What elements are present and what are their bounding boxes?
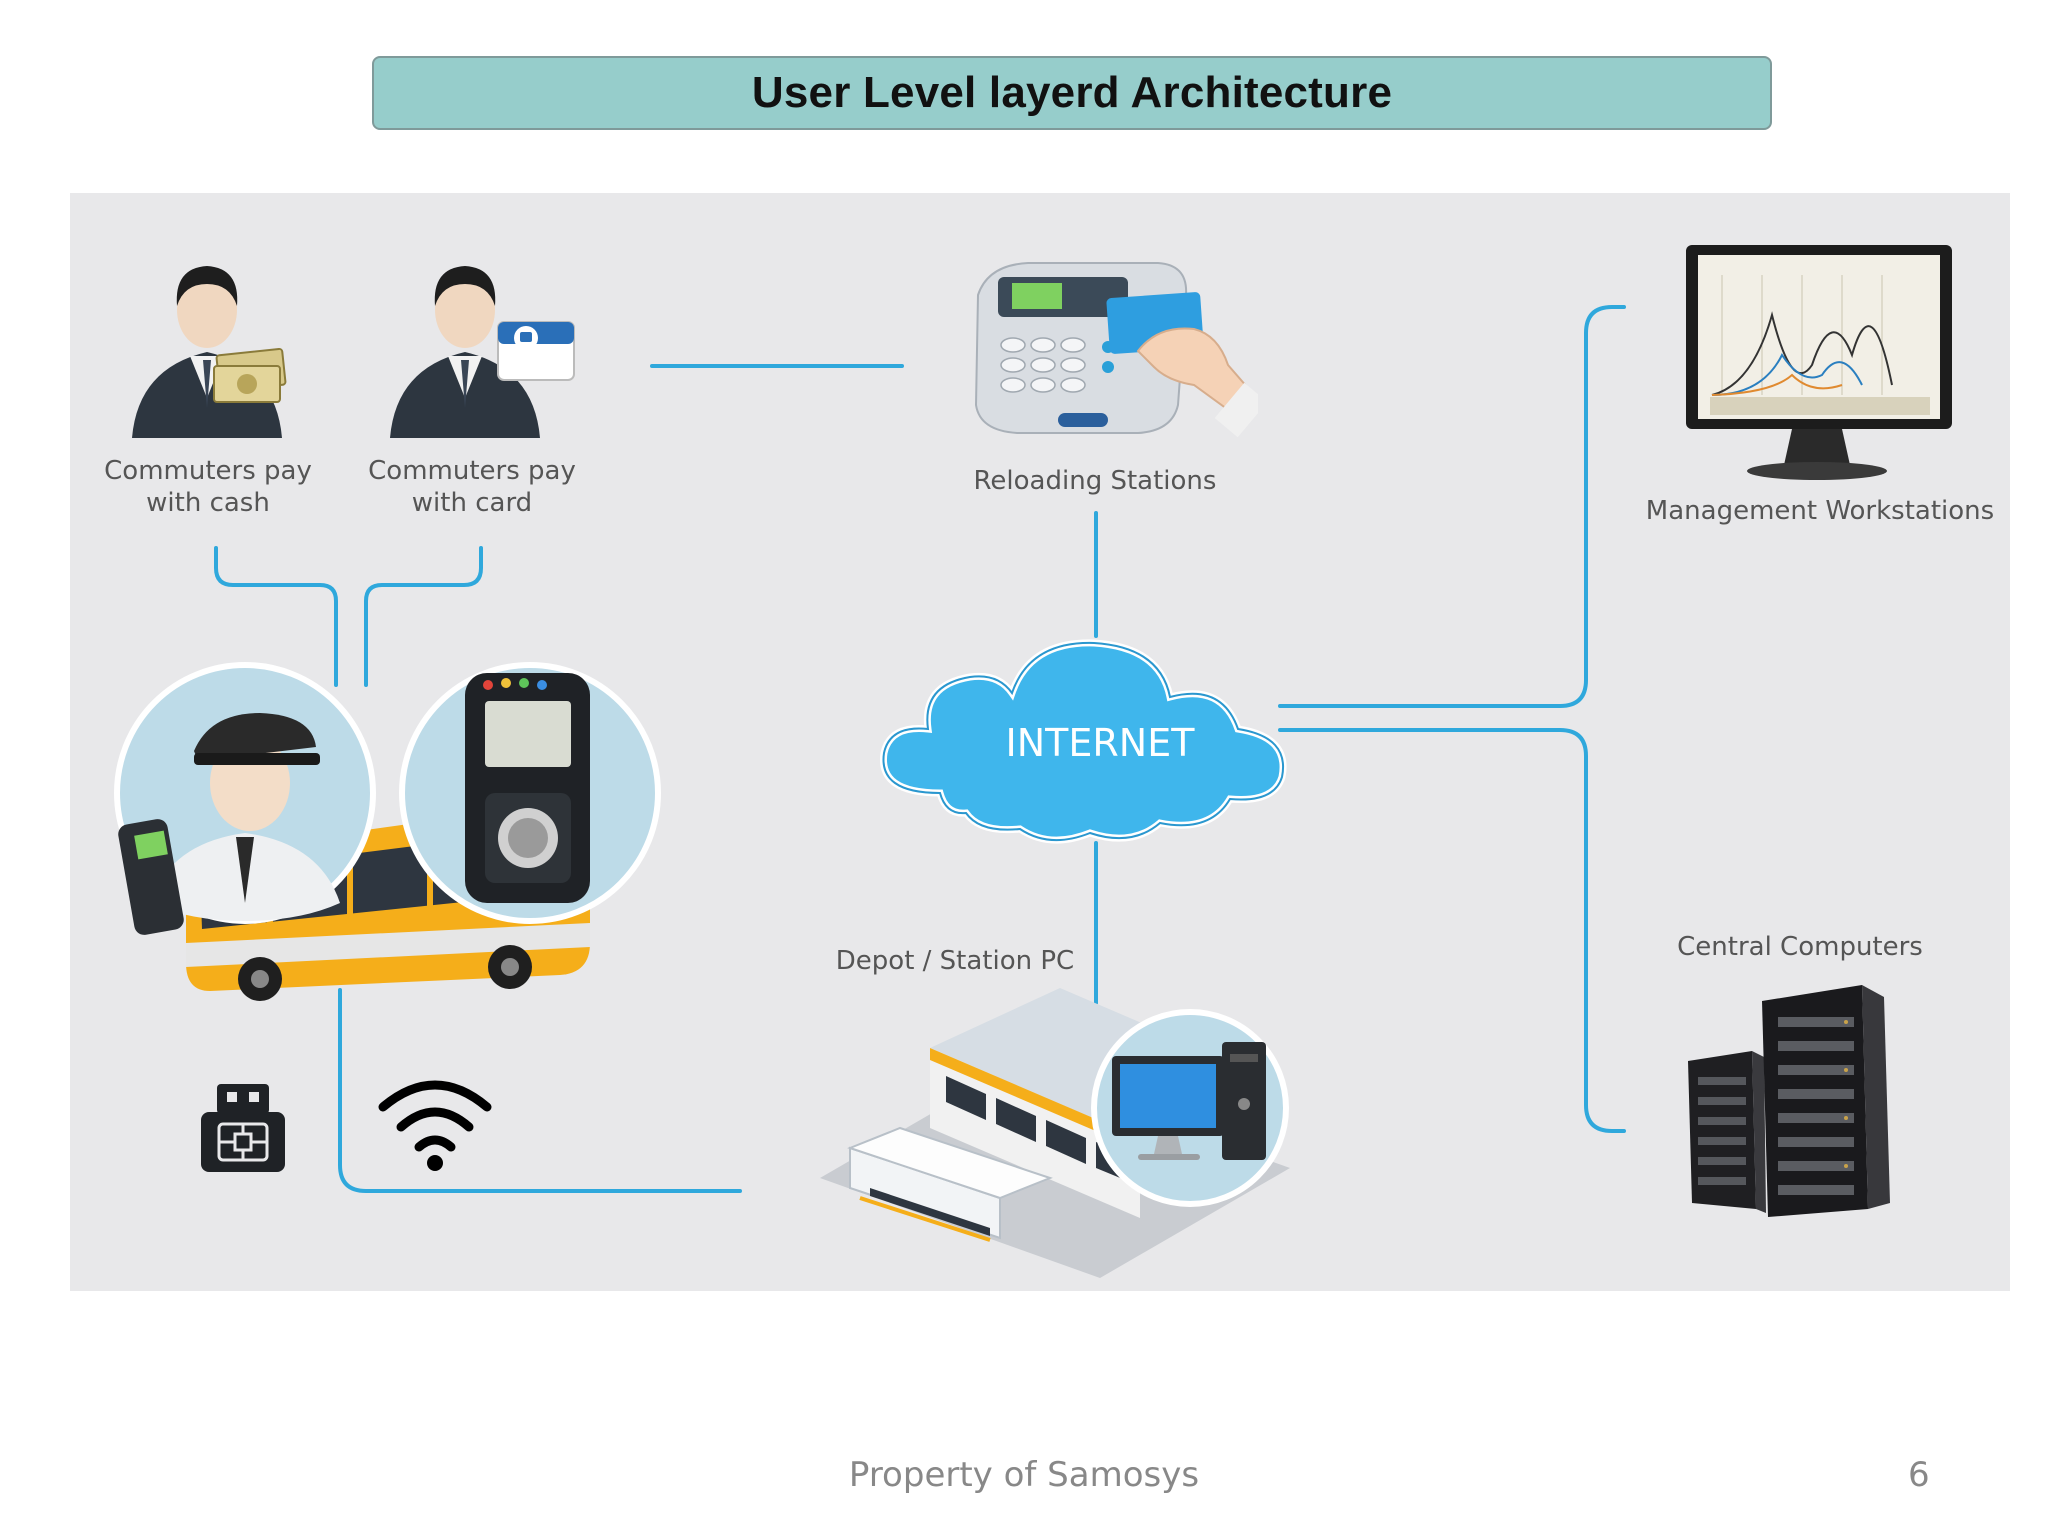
label-depot: Depot / Station PC — [835, 946, 1075, 976]
person-cash-icon — [132, 266, 287, 438]
title-banner: User Level layerd Architecture — [372, 56, 1772, 130]
card-commuter-text: Commuters pay with card — [368, 456, 576, 518]
cloud-icon — [879, 639, 1287, 844]
footer-property: Property of Samosys — [848, 1455, 1200, 1495]
label-cash-commuter: Commuters pay with cash — [88, 455, 328, 519]
desktop-pc-icon — [1091, 1009, 1289, 1207]
internet-label: INTERNET — [1005, 721, 1195, 765]
usb-chip-icon — [201, 1084, 285, 1172]
label-management: Management Workstations — [1645, 496, 1995, 526]
cash-commuter-text: Commuters pay with cash — [104, 456, 312, 518]
label-card-commuter: Commuters pay with card — [352, 455, 592, 519]
server-rack-icon — [1688, 985, 1890, 1217]
card-reader-icon — [974, 262, 1258, 438]
label-central: Central Computers — [1677, 932, 1923, 962]
wifi-icon — [378, 1080, 492, 1171]
architecture-diagram: Commuters pay with cash Commuters pay wi… — [70, 193, 2010, 1291]
bus-icon — [114, 662, 661, 1001]
connector-lines — [214, 305, 1626, 1193]
depot-building-icon — [820, 988, 1290, 1278]
page-title: User Level layerd Architecture — [751, 68, 1393, 117]
page-number: 6 — [1908, 1455, 1930, 1495]
monitor-chart-icon — [1686, 245, 1952, 480]
label-reloading: Reloading Stations — [973, 466, 1217, 496]
person-card-icon — [390, 266, 575, 438]
